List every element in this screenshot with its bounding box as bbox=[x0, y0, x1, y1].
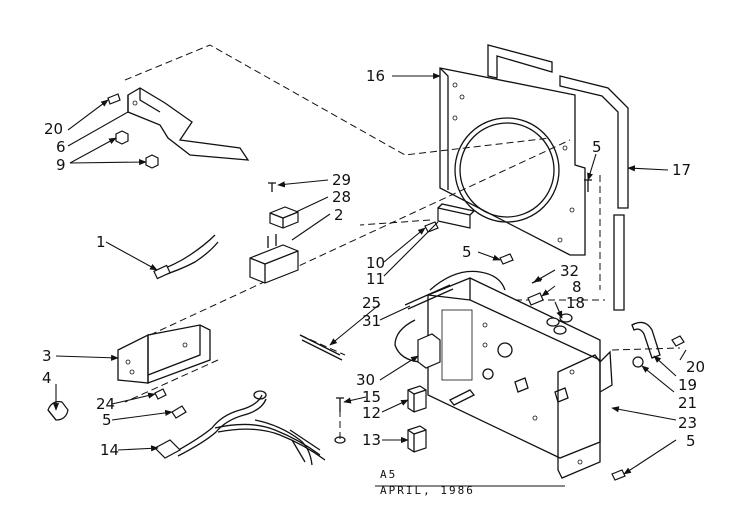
lead-wire-1 bbox=[153, 234, 219, 280]
footer: A5 APRIL, 1986 bbox=[375, 468, 565, 497]
callout-14: 14 bbox=[100, 441, 119, 459]
bracket-3 bbox=[117, 324, 211, 384]
callout-20-right: 20 bbox=[686, 358, 705, 376]
knob-4 bbox=[47, 401, 69, 421]
callout-5-top: 5 bbox=[592, 138, 602, 156]
callout-30: 30 bbox=[356, 371, 375, 389]
bracket-11 bbox=[437, 203, 476, 229]
callout-24: 24 bbox=[96, 395, 115, 413]
callout-1: 1 bbox=[96, 233, 106, 251]
screw-32 bbox=[531, 278, 543, 284]
nut-9-b bbox=[145, 154, 159, 169]
clip-28 bbox=[269, 206, 299, 229]
screw-20-right bbox=[671, 335, 685, 347]
callout-12: 12 bbox=[362, 404, 381, 422]
bracket-6 bbox=[127, 87, 250, 161]
leader-lines bbox=[52, 72, 687, 475]
callout-6: 6 bbox=[56, 138, 66, 156]
screw-5-bottom bbox=[611, 469, 626, 481]
thermostat-30 bbox=[417, 333, 441, 369]
callout-21: 21 bbox=[678, 394, 697, 412]
screw-5-mid bbox=[499, 253, 514, 265]
hose-19 bbox=[631, 321, 661, 359]
callout-13: 13 bbox=[362, 431, 381, 449]
callout-28: 28 bbox=[332, 188, 351, 206]
callout-5-bottom: 5 bbox=[686, 432, 696, 450]
callout-9: 9 bbox=[56, 156, 66, 174]
callout-31: 31 bbox=[362, 312, 381, 330]
callout-16: 16 bbox=[366, 67, 385, 85]
callout-25: 25 bbox=[362, 294, 381, 312]
callout-15: 15 bbox=[362, 388, 381, 406]
screw-20-top bbox=[107, 93, 121, 105]
callout-4: 4 bbox=[42, 369, 52, 387]
power-cord-14 bbox=[154, 390, 326, 466]
screw-24 bbox=[154, 388, 167, 400]
callout-20-top: 20 bbox=[44, 120, 63, 138]
screw-8 bbox=[527, 292, 544, 306]
callout-18: 18 bbox=[566, 294, 585, 312]
callout-3: 3 bbox=[42, 347, 52, 365]
screw-15 bbox=[334, 397, 346, 444]
callout-17: 17 bbox=[672, 161, 691, 179]
washer-21 bbox=[632, 356, 644, 368]
callout-5-left: 5 bbox=[102, 411, 112, 429]
switch-12 bbox=[407, 385, 427, 413]
rod-25 bbox=[299, 334, 343, 361]
callout-29: 29 bbox=[332, 171, 351, 189]
callout-11: 11 bbox=[366, 270, 385, 288]
switch-13 bbox=[407, 425, 427, 453]
footer-code: A5 bbox=[380, 468, 397, 481]
washers-18 bbox=[546, 313, 573, 335]
rod-31 bbox=[404, 284, 454, 310]
relay-2 bbox=[249, 234, 299, 284]
screw-5-left bbox=[171, 405, 187, 419]
footer-date: APRIL, 1986 bbox=[380, 484, 475, 497]
callout-23: 23 bbox=[678, 414, 697, 432]
side-plate-23 bbox=[557, 350, 613, 479]
shroud-panel-16 bbox=[439, 67, 586, 256]
callout-8: 8 bbox=[572, 278, 582, 296]
seal-strips-17 bbox=[487, 44, 629, 311]
callout-5-mid: 5 bbox=[462, 243, 472, 261]
screw-29 bbox=[268, 182, 276, 192]
callout-10: 10 bbox=[366, 254, 385, 272]
callout-2: 2 bbox=[334, 206, 344, 224]
capillary-30 bbox=[394, 270, 506, 363]
nut-9-a bbox=[115, 130, 129, 145]
callout-19: 19 bbox=[678, 376, 697, 394]
callout-labels: 20 6 9 29 28 2 1 3 4 24 5 14 16 17 5 10 … bbox=[42, 67, 705, 459]
assembly-dashed-lines bbox=[124, 44, 681, 440]
callout-32: 32 bbox=[560, 262, 579, 280]
